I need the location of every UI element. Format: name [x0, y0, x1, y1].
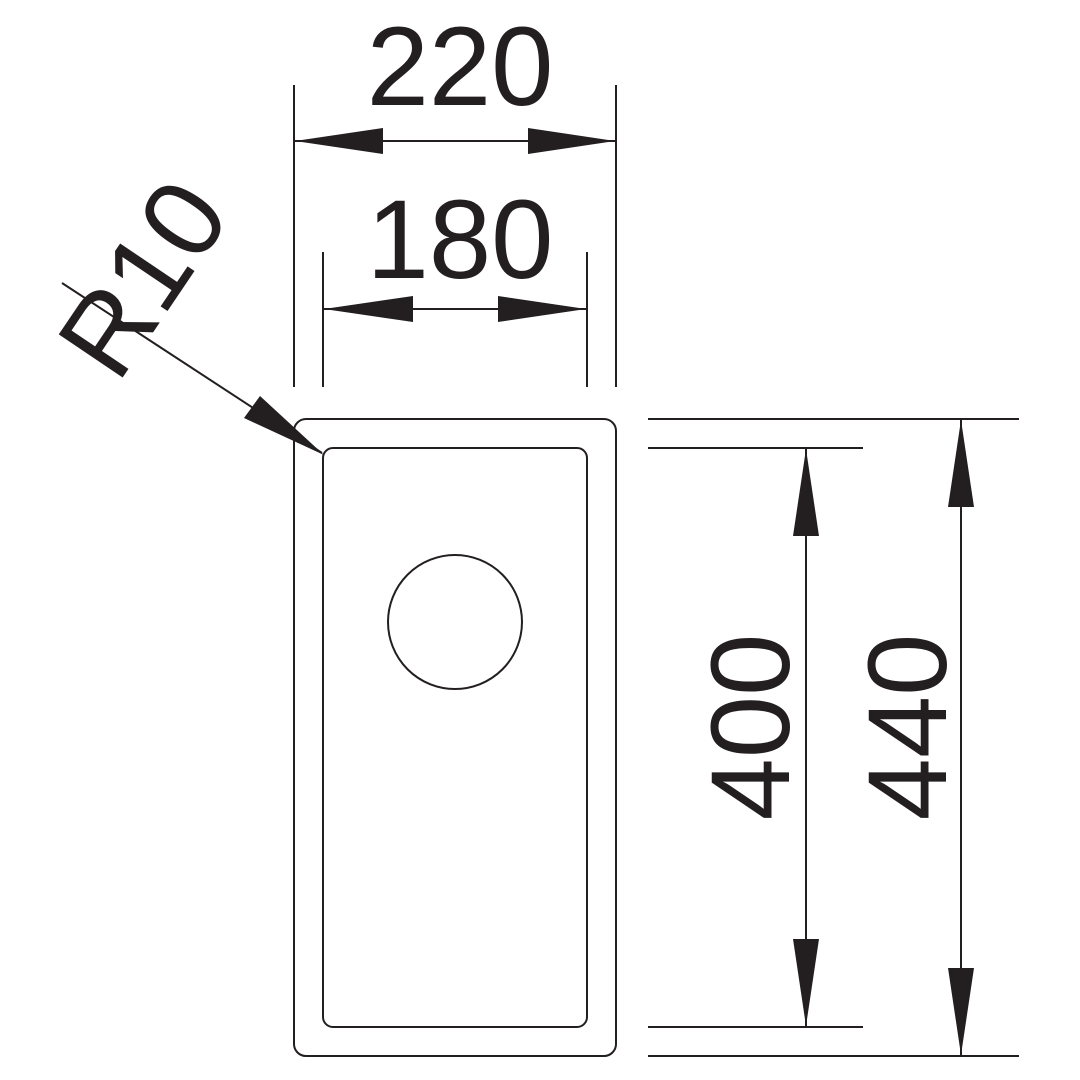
sink-outer-rim — [293, 418, 617, 1057]
dimension-220: 220 — [293, 4, 617, 387]
arrowhead — [528, 128, 615, 154]
dimension-label-220: 220 — [367, 4, 554, 129]
dimension-label-180: 180 — [367, 177, 554, 302]
dimension-label-440: 440 — [845, 634, 970, 821]
drain-hole — [387, 554, 523, 690]
radius-label: R10 — [34, 158, 253, 398]
dimension-440: 440 — [845, 419, 974, 1056]
arrowhead — [324, 296, 413, 322]
arrowhead — [244, 396, 324, 455]
arrowhead — [295, 128, 383, 154]
dimension-180: 180 — [322, 177, 588, 387]
sink-inner-bowl — [322, 447, 588, 1028]
arrowhead — [948, 420, 974, 507]
dimension-label-400: 400 — [688, 634, 813, 821]
dimension-400: 400 — [688, 448, 819, 1027]
arrowhead — [793, 939, 819, 1026]
arrowhead — [793, 449, 819, 536]
arrowhead — [948, 968, 974, 1055]
radius-callout: R10 — [34, 158, 324, 455]
arrowhead — [498, 296, 586, 322]
